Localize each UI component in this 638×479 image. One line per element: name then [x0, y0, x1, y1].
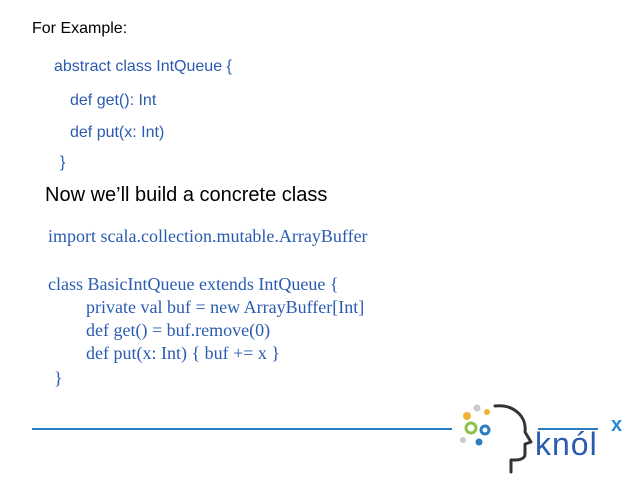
logo-underline	[538, 428, 598, 430]
slide-subheading: Now we’ll build a concrete class	[45, 184, 328, 206]
code-line-abstract-class: abstract class IntQueue {	[54, 58, 232, 75]
code-line-def-get: def get(): Int	[70, 92, 157, 109]
code-line-import: import scala.collection.mutable.ArrayBuf…	[48, 226, 368, 246]
code-line-put: def put(x: Int) { buf += x }	[86, 343, 281, 363]
code-line-def-put: def put(x: Int)	[70, 124, 165, 141]
code-line-close-brace: }	[60, 154, 66, 171]
slide-heading: For Example:	[32, 20, 128, 37]
code-line-get: def get() = buf.remove(0)	[86, 320, 271, 340]
code-line-class-decl: class BasicIntQueue extends IntQueue {	[48, 274, 339, 294]
code-line-private-val: private val buf = new ArrayBuffer[Int]	[86, 297, 365, 317]
logo-x-mark: x	[611, 414, 623, 436]
footer-divider	[32, 428, 452, 430]
logo-wordmark: knól	[535, 426, 598, 462]
profile-head-gears-icon	[460, 404, 533, 474]
code-line-class-close: }	[54, 368, 63, 388]
